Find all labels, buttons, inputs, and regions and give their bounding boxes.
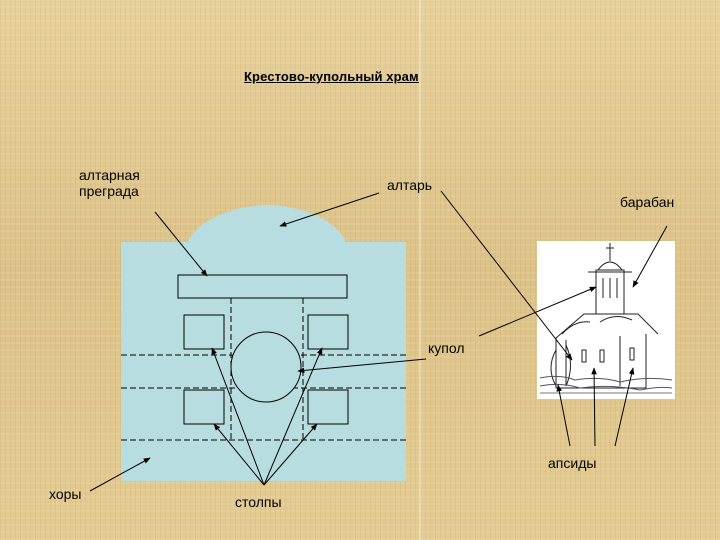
label-altar-screen: алтарная преграда <box>79 167 140 199</box>
arrow-altar <box>279 192 380 227</box>
arrow-apse-1 <box>556 384 571 447</box>
label-choir: хоры <box>49 486 82 502</box>
arrow-choir <box>89 457 151 492</box>
pillar-top-left <box>183 314 225 350</box>
pillar-bottom-right <box>307 389 349 425</box>
label-altar-screen-line2: преграда <box>79 183 139 199</box>
pillar-top-right <box>307 314 349 350</box>
arrow-pillar-3 <box>263 347 323 486</box>
arrow-drum <box>632 225 668 288</box>
label-pillars: столпы <box>235 494 282 510</box>
arrow-dome-to-photo <box>478 286 597 337</box>
arrow-dome-plan <box>297 358 427 374</box>
arrow-altar-to-photo <box>440 190 573 361</box>
church-floor-plan <box>121 205 406 481</box>
label-drum: барабан <box>620 194 675 210</box>
pillar-bottom-left <box>183 389 225 425</box>
arrow-pillar-1 <box>211 347 265 486</box>
label-altar: алтарь <box>387 177 433 193</box>
arrow-altar-screen <box>154 211 208 277</box>
arrow-pillar-4 <box>263 423 318 486</box>
label-altar-screen-line1: алтарная <box>79 167 140 183</box>
page-title: Крестово-купольный храм <box>244 69 419 84</box>
church-photo <box>537 241 675 399</box>
slide-fold-line <box>419 0 421 540</box>
label-dome: купол <box>428 340 465 356</box>
label-apses: апсиды <box>548 455 597 471</box>
arrow-apse-3 <box>614 367 635 447</box>
church-sketch-icon <box>539 243 673 394</box>
arrow-apse-2 <box>591 367 597 447</box>
altar-screen <box>177 274 348 299</box>
pointer-arrows <box>89 190 668 492</box>
dome-circle <box>230 331 302 403</box>
arrow-pillar-2 <box>213 423 265 486</box>
